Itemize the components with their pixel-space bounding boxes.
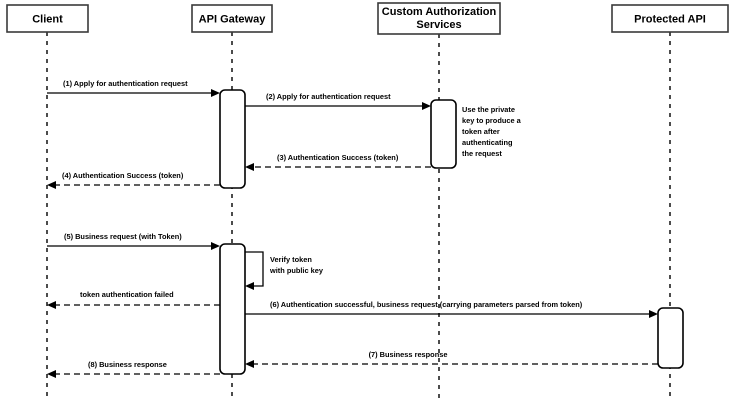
note-private-key-line-2: key to produce a	[462, 116, 522, 125]
message-7-arrowhead	[245, 360, 254, 368]
participant-label-protected-api: Protected API	[634, 13, 706, 25]
message-token-authentication-failed[interactable]: token authentication failed	[47, 290, 220, 309]
participant-custom-authorization-services[interactable]: Custom Authorization Services	[377, 2, 501, 35]
message-6[interactable]: (6) Authentication successful, business …	[245, 300, 658, 318]
message-3-arrowhead	[245, 163, 254, 171]
note-private-key-line-3: token after	[462, 127, 500, 136]
message-1-label: (1) Apply for authentication request	[63, 79, 188, 88]
activation-custom-authorization-services[interactable]	[430, 99, 457, 169]
activation-bars-group	[219, 89, 684, 375]
message-self-verify-token-line	[245, 251, 264, 287]
message-1-arrowhead	[211, 89, 220, 97]
message-5[interactable]: (5) Business request (with Token)	[47, 232, 220, 250]
activation-api-gateway-business[interactable]	[219, 243, 246, 375]
message-3[interactable]: (3) Authentication Success (token)	[245, 153, 431, 171]
message-token-authentication-failed-arrowhead	[47, 301, 56, 309]
participant-box-api-gateway[interactable]	[191, 4, 273, 33]
note-private-key: Use the private key to produce a token a…	[462, 105, 522, 158]
participant-label-client: Client	[32, 13, 63, 25]
message-4-arrowhead	[47, 181, 56, 189]
message-self-verify-token-label-line-1: Verify token	[270, 255, 312, 264]
message-8-label: (8) Business response	[88, 360, 167, 369]
message-7-label: (7) Business response	[369, 350, 448, 359]
message-2-arrowhead	[422, 102, 431, 110]
participant-box-protected-api[interactable]	[611, 4, 729, 33]
message-token-authentication-failed-label: token authentication failed	[80, 290, 174, 299]
message-self-verify-token[interactable]: Verify token with public key	[245, 251, 324, 290]
participant-box-custom-authorization-services[interactable]	[377, 2, 501, 35]
message-3-label: (3) Authentication Success (token)	[277, 153, 399, 162]
message-6-arrowhead	[649, 310, 658, 318]
message-7[interactable]: (7) Business response	[245, 350, 658, 368]
message-8-arrowhead	[47, 370, 56, 378]
participant-label-api-gateway: API Gateway	[199, 13, 267, 25]
note-private-key-line-5: the request	[462, 149, 502, 158]
message-5-label: (5) Business request (with Token)	[64, 232, 182, 241]
activation-api-gateway-auth[interactable]	[219, 89, 246, 189]
participant-box-client[interactable]	[6, 4, 89, 33]
message-self-verify-token-label-line-2: with public key	[269, 266, 324, 275]
participant-protected-api[interactable]: Protected API	[611, 4, 729, 33]
participant-api-gateway[interactable]: API Gateway	[191, 4, 273, 33]
participant-label-custom-authorization-services-line2: Services	[416, 19, 461, 31]
message-2[interactable]: (2) Apply for authentication request	[245, 92, 431, 110]
note-private-key-line-1: Use the private	[462, 105, 515, 114]
message-1[interactable]: (1) Apply for authentication request	[47, 79, 220, 97]
participant-label-custom-authorization-services-line1: Custom Authorization	[382, 6, 497, 18]
participant-client[interactable]: Client	[6, 4, 89, 33]
message-4-label: (4) Authentication Success (token)	[62, 171, 184, 180]
message-4[interactable]: (4) Authentication Success (token)	[47, 171, 220, 189]
note-private-key-line-4: authenticating	[462, 138, 513, 147]
activation-protected-api[interactable]	[657, 307, 684, 369]
lifelines-group	[46, 32, 671, 398]
message-8[interactable]: (8) Business response	[47, 360, 220, 378]
message-self-verify-token-arrowhead	[245, 282, 254, 290]
message-5-arrowhead	[211, 242, 220, 250]
message-6-label: (6) Authentication successful, business …	[270, 300, 583, 309]
message-2-label: (2) Apply for authentication request	[266, 92, 391, 101]
